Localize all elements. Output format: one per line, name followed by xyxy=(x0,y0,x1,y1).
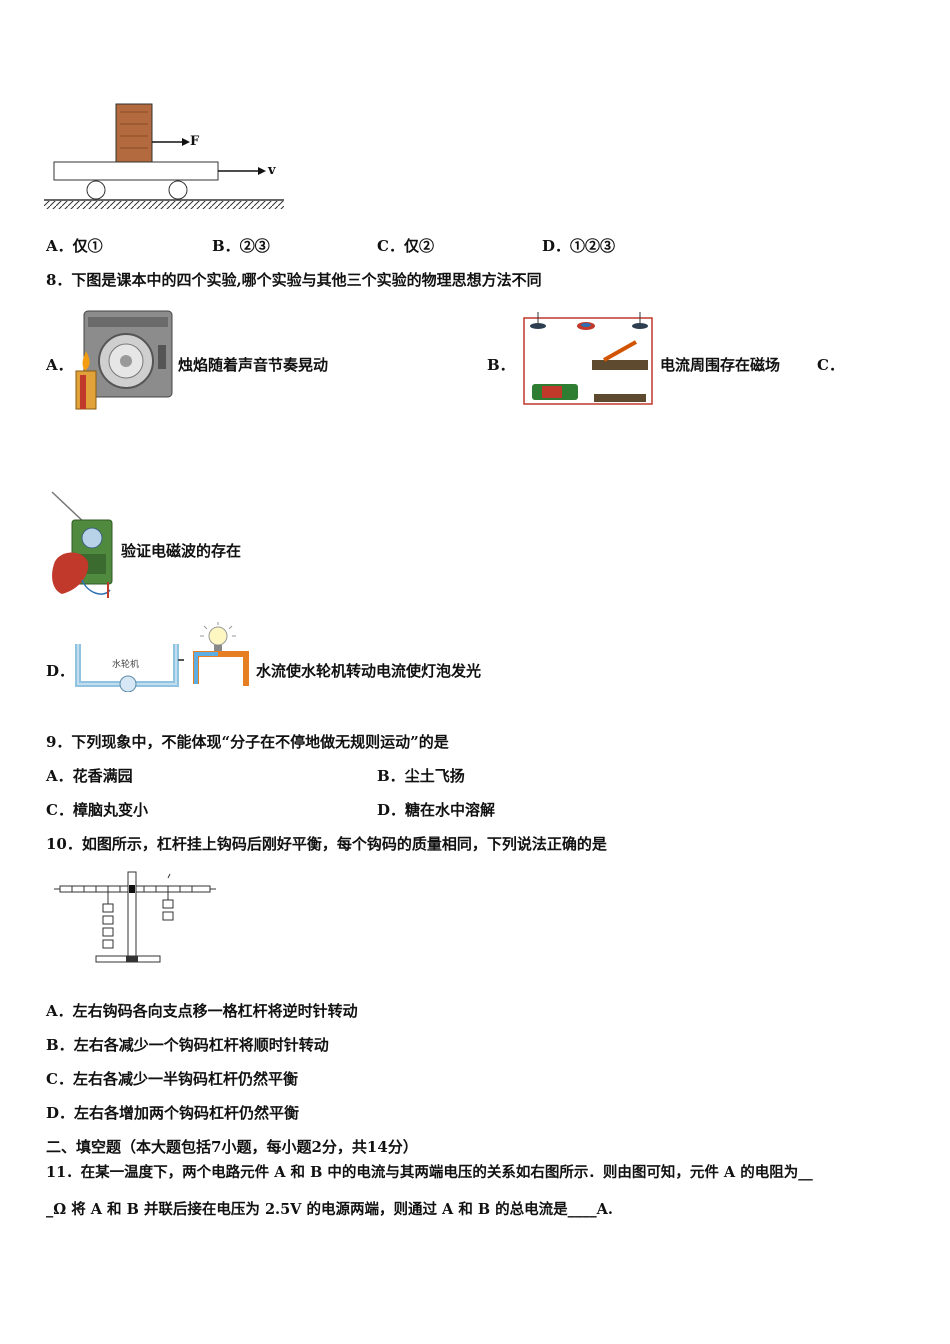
option-letter: B． xyxy=(212,237,240,255)
q10-option-b[interactable]: B．左右各减少一个钩码杠杆将顺时针转动 xyxy=(46,1035,329,1055)
q9-option-d[interactable]: D．糖在水中溶解 xyxy=(377,800,495,820)
q10-option-a[interactable]: A．左右钩码各向支点移一格杠杆将逆时针转动 xyxy=(46,1001,358,1021)
q8-option-b-caption: 电流周围存在磁场 xyxy=(660,356,781,374)
option-letter: D． xyxy=(377,801,406,819)
option-text: 仅① xyxy=(72,237,103,255)
option-text: 花香满园 xyxy=(72,767,133,785)
cart-block-figure xyxy=(44,98,294,216)
option-letter: D． xyxy=(46,1104,75,1122)
option-text: 樟脑丸变小 xyxy=(72,801,148,819)
option-text: 仅② xyxy=(403,237,434,255)
q8-option-c-caption: 验证电磁波的存在 xyxy=(121,542,242,560)
q8-option-b-letter[interactable]: B． xyxy=(487,356,515,374)
q7-option-d[interactable]: D．①②③ xyxy=(542,236,615,256)
q8-option-c-letter[interactable]: C． xyxy=(817,356,844,374)
q10-stem: 10．如图所示，杠杆挂上钩码后刚好平衡，每个钩码的质量相同，下列说法正确的是 xyxy=(46,835,607,853)
option-letter: D． xyxy=(542,237,571,255)
option-text: 左右各减少一个钩码杠杆将顺时针转动 xyxy=(73,1036,329,1054)
water-wheel-image xyxy=(72,640,186,692)
q11-line2: _Ω 将 A 和 B 并联后接在电压为 2.5V 的电源两端，则通过 A 和 B… xyxy=(46,1201,613,1218)
q8-option-d-caption: 水流使水轮机转动电流使灯泡发光 xyxy=(256,662,482,680)
option-text: 尘土飞扬 xyxy=(404,767,465,785)
option-text: ①②③ xyxy=(570,237,616,255)
option-letter: A． xyxy=(46,237,73,255)
q8-option-a-caption: 烛焰随着声音节奏晃动 xyxy=(178,356,329,374)
option-letter: A． xyxy=(46,1002,73,1020)
section-heading: 二、填空题（本大题包括7小题，每小题2分，共14分） xyxy=(46,1138,418,1156)
q9-stem: 9．下列现象中，不能体现“分子在不停地做无规则运动”的是 xyxy=(46,733,449,751)
option-letter: C． xyxy=(46,1070,73,1088)
q8-option-a-letter[interactable]: A． xyxy=(46,356,73,374)
force-label: F xyxy=(190,134,200,149)
option-letter: C． xyxy=(46,801,73,819)
option-letter: B． xyxy=(377,767,405,785)
speaker-candle-image xyxy=(72,305,176,413)
q7-option-b[interactable]: B．②③ xyxy=(212,236,270,256)
q8-stem: 8．下图是课本中的四个实验,哪个实验与其他三个实验的物理思想方法不同 xyxy=(46,271,542,289)
q7-option-a[interactable]: A．仅① xyxy=(46,236,103,256)
q10-option-c[interactable]: C．左右各减少一半钩码杠杆仍然平衡 xyxy=(46,1069,298,1089)
q8-option-d-letter[interactable]: D． xyxy=(46,662,75,680)
q10-option-d[interactable]: D．左右各增加两个钩码杠杆仍然平衡 xyxy=(46,1103,299,1123)
q9-option-c[interactable]: C．樟脑丸变小 xyxy=(46,800,148,820)
velocity-label: v xyxy=(268,163,276,178)
option-text: 左右各减少一半钩码杠杆仍然平衡 xyxy=(72,1070,298,1088)
lever-figure xyxy=(52,870,218,968)
option-letter: C． xyxy=(377,237,404,255)
option-letter: B． xyxy=(46,1036,74,1054)
option-text: 左右钩码各向支点移一格杠杆将逆时针转动 xyxy=(72,1002,358,1020)
option-letter: A． xyxy=(46,767,73,785)
water-wheel-label: 水轮机 xyxy=(112,660,140,670)
q11-line1: 11．在某一温度下，两个电路元件 A 和 B 中的电流与其两端电压的关系如右图所… xyxy=(46,1164,813,1181)
option-text: ②③ xyxy=(239,237,270,255)
radio-experiment-image xyxy=(48,490,118,602)
q9-option-b[interactable]: B．尘土飞扬 xyxy=(377,766,465,786)
q7-option-c[interactable]: C．仅② xyxy=(377,236,434,256)
q9-option-a[interactable]: A．花香满园 xyxy=(46,766,133,786)
oersted-circuit-image xyxy=(518,306,658,412)
option-text: 左右各增加两个钩码杠杆仍然平衡 xyxy=(74,1104,300,1122)
bulb-circuit-image xyxy=(190,620,254,692)
option-text: 糖在水中溶解 xyxy=(405,801,496,819)
